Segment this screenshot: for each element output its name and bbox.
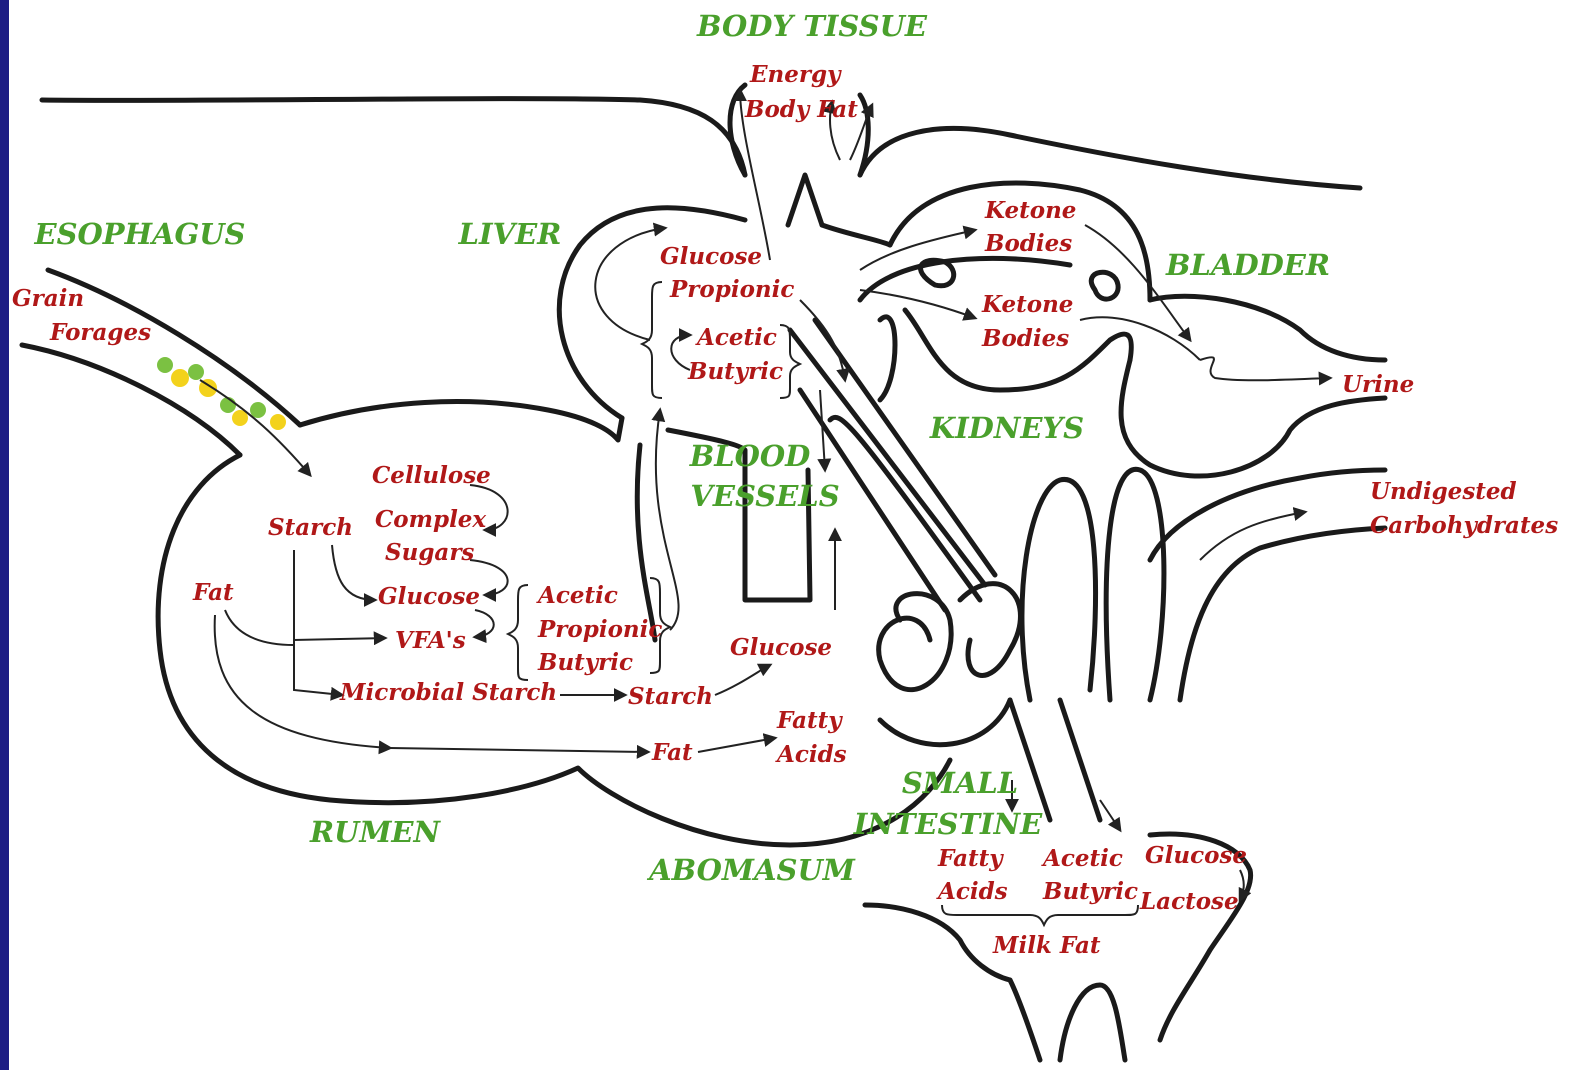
- colon-lower-wall: [1180, 528, 1385, 700]
- back-line-right: [860, 128, 1360, 188]
- nutrient-grain: Grain: [12, 285, 84, 312]
- arrow-feed-to-rumen: [200, 380, 310, 475]
- label-vessels: VESSELS: [690, 479, 839, 513]
- nutrient-abomasum-starch: Starch: [628, 683, 713, 710]
- label-kidneys: KIDNEYS: [929, 411, 1084, 445]
- nutrient-milk-acetic: Acetic: [1041, 845, 1123, 872]
- kidney-left-wall: [880, 317, 895, 400]
- nutrient-vfas: VFA's: [395, 627, 466, 654]
- vessel-left-wall: [637, 445, 655, 640]
- arrow-starch-to-vfa: [294, 550, 385, 640]
- feed-particle: [171, 369, 189, 387]
- intestine-loop-1: [879, 594, 951, 690]
- intestine-loop-2: [960, 584, 1020, 676]
- arrow-to-ketone-1: [860, 230, 975, 270]
- label-blood: BLOOD: [689, 439, 811, 473]
- vessel-tube-b: [815, 320, 995, 575]
- label-bladder: BLADDER: [1165, 248, 1330, 282]
- arrow-fat-to-fatty-acids: [698, 738, 775, 752]
- nutrient-undigested: Undigested: [1370, 478, 1517, 505]
- liver-right-wall: [822, 225, 890, 245]
- arrow-liver-to-vessels: [800, 300, 845, 380]
- nutrient-body-fat: Body Fat: [744, 96, 858, 123]
- nutrient-liver-butyric: Butyric: [687, 358, 783, 385]
- nutrient-rumen-butyric: Butyric: [537, 649, 633, 676]
- intestine-loop-4: [1106, 469, 1164, 700]
- label-esophagus: ESOPHAGUS: [33, 217, 245, 251]
- nutrient-ketone-2: Ketone: [981, 291, 1073, 318]
- bladder-top-wall: [1150, 296, 1385, 360]
- feed-particle: [188, 364, 204, 380]
- nutrient-rumen-acetic: Acetic: [536, 582, 618, 609]
- nutrient-lactose: Lactose: [1139, 888, 1239, 915]
- nutrient-milk-fat: Milk Fat: [992, 932, 1101, 959]
- milk-fat-brace: [942, 905, 1138, 925]
- liver-brace-left: [642, 282, 662, 398]
- feed-particle: [270, 414, 286, 430]
- arrow-to-microbial-starch: [294, 640, 342, 695]
- nutrient-forages: Forages: [49, 319, 151, 346]
- label-rumen: RUMEN: [309, 815, 442, 849]
- nutrient-microbial-starch: Microbial Starch: [339, 679, 557, 706]
- nutrient-complex: Complex: [375, 506, 486, 533]
- body-outline: [42, 99, 1360, 188]
- vessel-tube-a: [790, 330, 985, 585]
- nutrient-urine: Urine: [1342, 371, 1414, 398]
- rumen-top-wall: [300, 402, 622, 440]
- intestine-descending-b: [1060, 700, 1100, 820]
- nutrient-starch: Starch: [268, 514, 353, 541]
- udder-top-wall: [865, 905, 1010, 980]
- liver-notch: [788, 175, 822, 225]
- nutrient-abomasum-glucose: Glucose: [730, 634, 832, 661]
- nutrient-fat: Fat: [192, 579, 234, 606]
- arrow-intestine-to-milk-2: [1100, 800, 1120, 830]
- nutrient-rumen-propionic: Propionic: [537, 616, 662, 643]
- nutrient-liver-acetic: Acetic: [695, 324, 777, 351]
- udder-teat-1: [1010, 980, 1040, 1060]
- intestine-loop-5: [880, 700, 1010, 745]
- intestine-loop-3: [1022, 479, 1096, 700]
- label-abomasum: ABOMASUM: [646, 853, 856, 887]
- arrow-fat-to-vfa: [225, 610, 294, 645]
- esophagus-lower-wall: [22, 345, 240, 455]
- nutrient-carbohydrates: Carbohydrates: [1370, 512, 1558, 539]
- label-small: SMALL: [902, 766, 1018, 800]
- arrow-to-ketone-2: [860, 290, 975, 318]
- nutrient-ketone-1: Ketone: [984, 197, 1076, 224]
- arrow-glucose-to-vfa: [475, 610, 494, 637]
- nutrient-energy: Energy: [749, 61, 842, 88]
- nutrient-bodies-2: Bodies: [981, 325, 1069, 352]
- nutrient-acids-1: Acids: [775, 741, 847, 768]
- feed-particle: [250, 402, 266, 418]
- intestine-descending-a: [1010, 700, 1050, 820]
- label-liver: LIVER: [458, 217, 562, 251]
- arrow-starch-to-glucose: [332, 545, 375, 600]
- esophagus-upper-wall: [48, 270, 300, 425]
- nutrient-fatty-2: Fatty: [937, 845, 1004, 872]
- back-line-left: [42, 99, 745, 175]
- nutrient-rumen-glucose: Glucose: [378, 583, 480, 610]
- nutrient-milk-glucose: Glucose: [1145, 842, 1247, 869]
- nutrient-sugars: Sugars: [385, 539, 474, 566]
- label-intestine: INTESTINE: [853, 807, 1043, 841]
- nutrient-acids-2: Acids: [936, 878, 1008, 905]
- arrow-bladder-to-urine: [1200, 357, 1330, 380]
- nutrient-milk-butyric: Butyric: [1042, 878, 1138, 905]
- arrow-starch-to-glucose-abomasum: [715, 665, 770, 695]
- nutrient-bodies-1: Bodies: [984, 230, 1072, 257]
- nutrient-cellulose: Cellulose: [372, 462, 491, 489]
- large-intestine-outline: [1150, 470, 1385, 700]
- nutrient-liver-glucose: Glucose: [660, 243, 762, 270]
- udder-teat-2: [1060, 985, 1125, 1060]
- rumen-vfa-brace-left: [508, 585, 528, 680]
- nutrient-liver-propionic: Propionic: [669, 276, 794, 303]
- nutrient-abomasum-fat: Fat: [651, 739, 693, 766]
- kidney-loop-right: [1091, 272, 1118, 299]
- nutrient-fatty-1: Fatty: [776, 707, 843, 734]
- arrow-fat-to-abomasum: [390, 748, 648, 752]
- label-body-tissue: BODY TISSUE: [696, 9, 928, 43]
- feed-particle: [157, 357, 173, 373]
